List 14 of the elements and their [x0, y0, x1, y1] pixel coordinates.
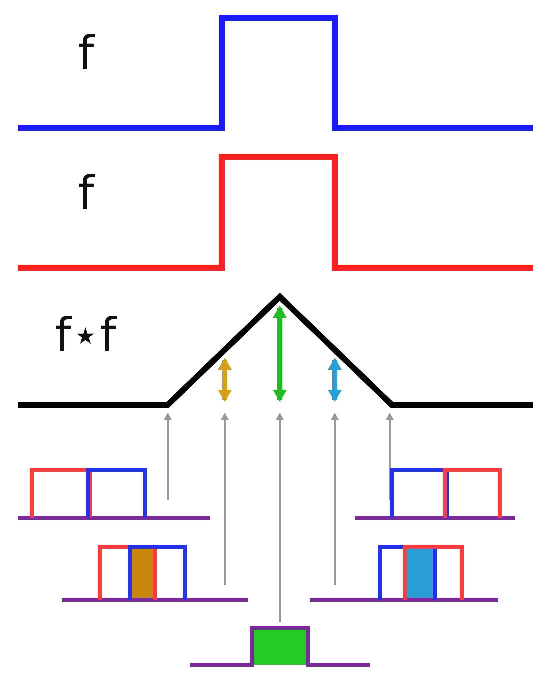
triangle-plot: [18, 292, 533, 408]
arrow: [276, 413, 284, 622]
function-label: f⋆f: [55, 312, 116, 358]
pulse-bar: [190, 626, 370, 667]
overlap-pulse-drawing: [18, 468, 210, 520]
overlap-pulse-drawing: [310, 545, 498, 602]
arrow: [164, 413, 172, 500]
function-label: f: [78, 170, 94, 216]
overlap-pulse-drawing: [62, 545, 248, 602]
arrow: [221, 413, 229, 585]
arrow: [386, 413, 394, 500]
function-label: f: [78, 30, 94, 76]
arrow: [331, 413, 339, 585]
overlap-pulse-drawing: [355, 468, 515, 520]
